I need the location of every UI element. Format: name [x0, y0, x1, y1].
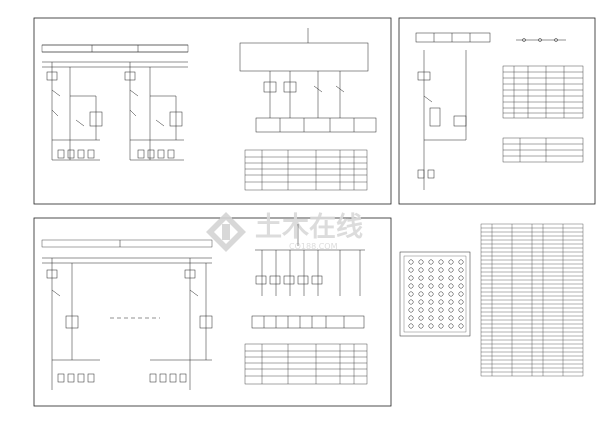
top-left-single-line-diagram: [239, 28, 377, 133]
top-right-panel: [415, 32, 584, 190]
indicator-lamp-icon: [418, 307, 424, 313]
indicator-lamp-icon: [428, 283, 434, 289]
bottom-left-single-line-diagram: [251, 224, 365, 329]
indicator-lamp-icon: [408, 283, 414, 289]
bottom-left-equipment-table: [244, 343, 368, 385]
indicator-lamp-icon: [438, 283, 444, 289]
indicator-lamp-icon: [438, 291, 444, 297]
indicator-lamp-icon: [408, 267, 414, 273]
indicator-lamp-icon: [458, 291, 464, 297]
indicator-lamp-icon: [448, 307, 454, 313]
top-right-small-table: [502, 137, 584, 163]
frame-top-right: [398, 17, 596, 205]
terminal-list-table: [480, 223, 584, 377]
frame-bottom-left: [33, 217, 392, 407]
top-right-spec-table: [502, 65, 584, 119]
bottom-left-busbar: [41, 239, 213, 264]
indicator-lamp-icon: [448, 323, 454, 329]
watermark: 土木在线 CO188.COM: [206, 212, 363, 252]
top-left-busbar: [41, 44, 189, 68]
indicator-lamp-icon: [448, 283, 454, 289]
indicator-lamp-icon: [438, 307, 444, 313]
bottom-left-feeder-circuit-2: [149, 258, 213, 390]
indicator-lamp-icon: [408, 307, 414, 313]
indicator-lamp-icon: [418, 259, 424, 265]
panel-front-layout: [399, 251, 471, 337]
indicator-lamp-icon: [448, 267, 454, 273]
watermark-title: 土木在线: [255, 212, 363, 243]
indicator-lamp-icon: [438, 275, 444, 281]
indicator-lamp-icon: [438, 267, 444, 273]
indicator-lamp-icon: [418, 291, 424, 297]
watermark-subtitle: CO188.COM: [289, 242, 338, 251]
indicator-lamp-icon: [418, 299, 424, 305]
indicator-lamp-icon: [438, 259, 444, 265]
indicator-lamp-icon: [408, 299, 414, 305]
bottom-left-feeder-circuit-1: [46, 258, 100, 390]
top-right-header-boxes: [415, 32, 491, 43]
indicator-lamp-icon: [428, 291, 434, 297]
top-left-panel: [41, 28, 377, 191]
indicator-lamp-icon: [438, 323, 444, 329]
indicator-lamp-icon: [448, 299, 454, 305]
panel-frames: [33, 17, 596, 407]
indicator-lamp-icon: [428, 307, 434, 313]
top-right-control-circuit: [417, 50, 467, 190]
indicator-lamp-icon: [438, 299, 444, 305]
indicator-lamp-icon: [458, 323, 464, 329]
indicator-lamp-icon: [438, 315, 444, 321]
terminal-table-rows: [481, 227, 583, 373]
indicator-lamp-icon: [458, 259, 464, 265]
indicator-lamp-icon: [428, 315, 434, 321]
indicator-lamp-icon: [448, 291, 454, 297]
bottom-right-area: [399, 223, 584, 377]
indicator-lamp-icon: [428, 299, 434, 305]
indicator-lamp-icon: [458, 315, 464, 321]
indicator-lamp-icon: [428, 275, 434, 281]
indicator-lamp-icon: [458, 283, 464, 289]
indicator-lamp-icon: [428, 267, 434, 273]
top-left-equipment-table: [244, 149, 368, 191]
indicator-lamp-icon: [428, 323, 434, 329]
indicator-lamp-icon: [418, 315, 424, 321]
indicator-lamp-icon: [408, 275, 414, 281]
indicator-lamp-icon: [408, 323, 414, 329]
indicator-lamp-icon: [458, 267, 464, 273]
indicator-lamp-icon: [418, 275, 424, 281]
watermark-logo-icon: [206, 212, 246, 252]
indicator-lamp-icon: [448, 259, 454, 265]
indicator-lamp-icon: [408, 259, 414, 265]
indicator-lamp-icon: [408, 315, 414, 321]
top-left-feeder-circuit-2: [124, 62, 184, 161]
indicator-lamp-icon: [418, 283, 424, 289]
bottom-left-panel: [41, 224, 368, 390]
top-right-symbol-legend: [516, 38, 566, 42]
indicator-lamp-icon: [448, 275, 454, 281]
indicator-lamp-icon: [418, 323, 424, 329]
indicator-lamp-icon: [458, 299, 464, 305]
top-left-feeder-circuit-1: [46, 62, 103, 161]
indicator-lamp-icon: [428, 259, 434, 265]
indicator-lamp-icon: [448, 315, 454, 321]
indicator-lamp-icon: [458, 275, 464, 281]
indicator-lamp-icon: [408, 291, 414, 297]
indicator-lamp-icon: [418, 267, 424, 273]
indicator-lamp-grid: [408, 259, 464, 329]
frame-top-left: [33, 17, 392, 205]
indicator-lamp-icon: [458, 307, 464, 313]
